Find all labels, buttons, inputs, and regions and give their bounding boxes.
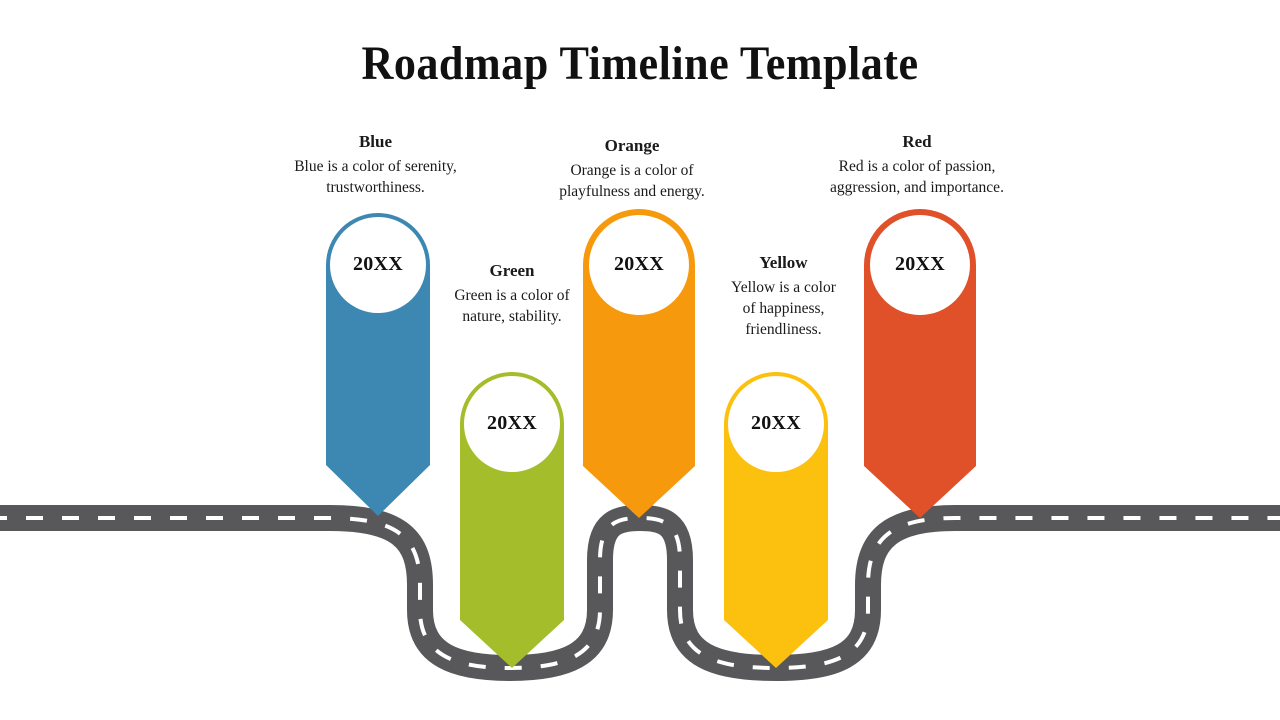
caption-green-body: Green is a color of nature, stability. — [454, 287, 570, 326]
caption-yellow-heading: Yellow — [759, 253, 808, 272]
pin-green-circle — [464, 376, 560, 472]
pin-blue[interactable] — [326, 213, 430, 516]
caption-red: Red Red is a color of passion, aggressio… — [813, 131, 1021, 199]
year-label-red: 20XX — [894, 253, 946, 275]
pin-orange[interactable] — [583, 209, 695, 518]
pin-blue-circle — [330, 217, 426, 313]
caption-blue: Blue Blue is a color of serenity, trustw… — [273, 131, 478, 199]
caption-orange: Orange Orange is a color of playfulness … — [543, 135, 721, 203]
year-label-green: 20XX — [486, 412, 538, 434]
pin-orange-circle — [589, 215, 689, 315]
caption-red-body: Red is a color of passion, aggression, a… — [830, 158, 1004, 197]
year-label-yellow: 20XX — [750, 412, 802, 434]
year-label-blue: 20XX — [352, 253, 404, 275]
pin-red[interactable] — [864, 209, 976, 518]
year-label-orange: 20XX — [613, 253, 665, 275]
caption-green-heading: Green — [489, 261, 535, 280]
caption-green: Green Green is a color of nature, stabil… — [452, 260, 572, 328]
caption-orange-heading: Orange — [604, 136, 660, 155]
caption-yellow-body: Yellow is a color of happiness, friendli… — [731, 279, 836, 339]
pin-yellow[interactable] — [724, 372, 828, 668]
pin-red-circle — [870, 215, 970, 315]
page-title: Roadmap Timeline Template — [361, 37, 919, 90]
road-surface — [0, 504, 1280, 682]
caption-red-heading: Red — [902, 132, 932, 151]
caption-orange-body: Orange is a color of playfulness and ene… — [559, 162, 705, 201]
pin-yellow-circle — [728, 376, 824, 472]
pin-green[interactable] — [460, 372, 564, 668]
caption-yellow: Yellow Yellow is a color of happiness, f… — [727, 252, 840, 341]
caption-blue-body: Blue is a color of serenity, trustworthi… — [294, 158, 457, 197]
caption-blue-heading: Blue — [358, 132, 393, 151]
